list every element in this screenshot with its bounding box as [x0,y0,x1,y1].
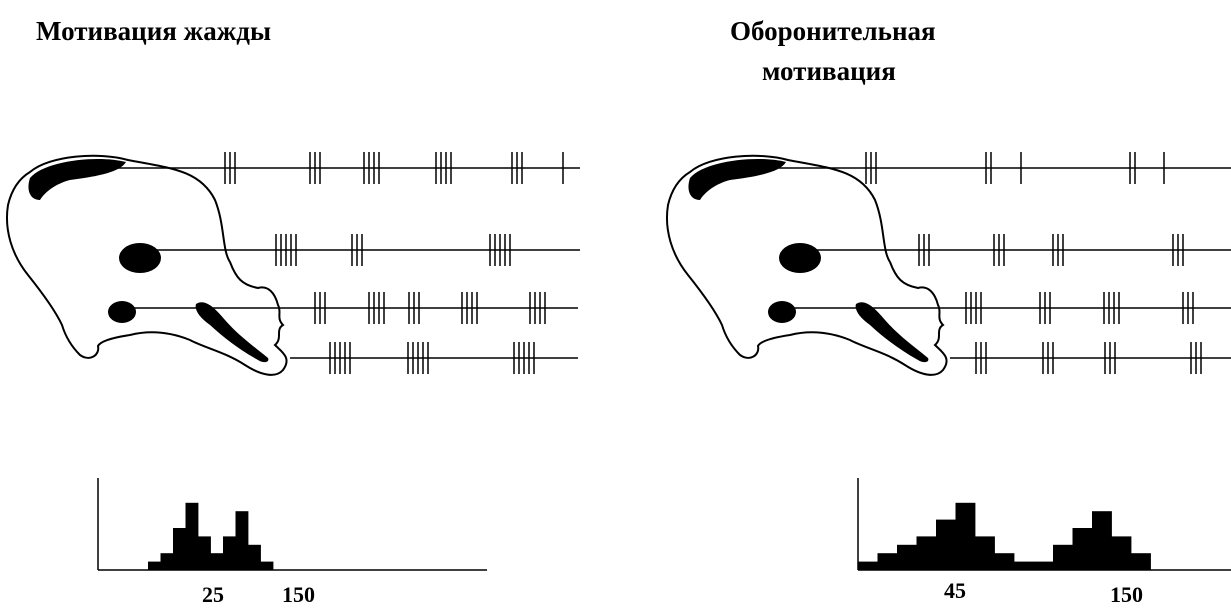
histogram-bar [1014,561,1034,570]
histogram-bar [148,561,161,570]
histogram-bar [1131,553,1151,570]
histogram-bar [994,553,1015,570]
histogram-bar [1072,528,1093,570]
histogram-bar [1111,536,1132,570]
histogram-bar [916,536,937,570]
histogram-right-label-150: 150 [1110,582,1143,607]
title-thirst-motivation: Мотивация жажды [36,16,272,46]
histogram-bar [955,502,976,570]
histogram-left-label-150: 150 [282,582,315,607]
title-defensive-motivation-line-1: Оборонительная [730,16,936,46]
histogram-bar [1053,544,1073,570]
histogram-bar [160,553,174,570]
histogram-bar [248,544,261,570]
histogram-bar [936,519,956,570]
histogram-bar [173,528,186,570]
spike-trains [100,152,1231,374]
histogram-bar [975,536,995,570]
histogram-bar [223,536,236,570]
histogram-right-label-45: 45 [944,578,966,603]
brain-outline-left [6,154,288,376]
histogram-bar [198,536,211,570]
histogram-bar [235,511,249,570]
histograms [97,478,1231,571]
brain-nuclei-left [28,158,269,363]
brain-outline-right [666,154,948,376]
histogram-bar [858,561,878,570]
title-defensive-motivation-line-2: мотивация [762,56,896,86]
histogram-bar [1033,561,1054,570]
histogram-bar [877,553,898,570]
histogram-bar [260,561,274,570]
histogram-left-label-25: 25 [202,582,224,607]
histogram-bar [897,544,917,570]
histogram-bar [1092,511,1112,570]
histogram-bar [210,553,224,570]
histogram-bar [185,502,199,570]
